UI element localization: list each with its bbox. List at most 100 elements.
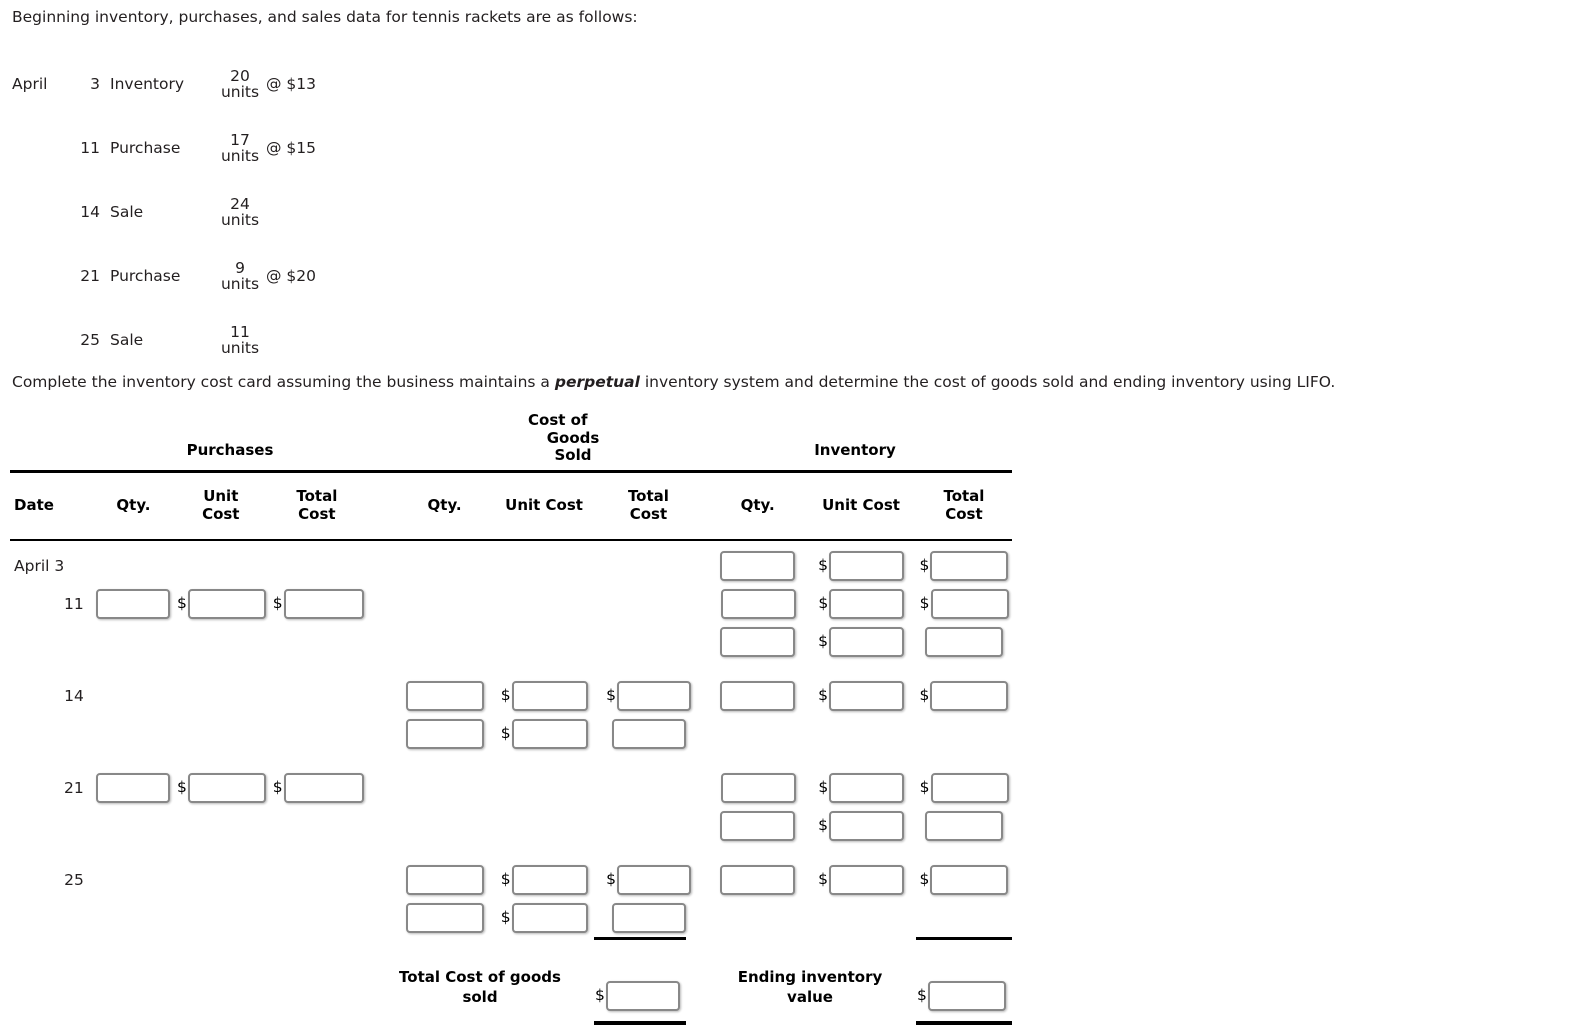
transaction-day: 3 (90, 75, 100, 93)
cell-purchases-total-cost: $ (266, 769, 371, 807)
totals-section: Total Cost of goods sold $ Ending invent… (10, 937, 1012, 1029)
input-inventory-unit-cost-r2[interactable] (829, 589, 905, 619)
cell-empty (90, 899, 177, 937)
cell-empty (265, 715, 370, 753)
transaction-quantity-unit: units (220, 83, 260, 101)
transaction-quantity-unit: units (220, 339, 260, 357)
currency-symbol: $ (818, 632, 829, 651)
table-row: 25 $ $ $ $ (10, 861, 1012, 899)
input-inventory-unit-cost-r8[interactable] (829, 865, 905, 895)
cell-empty (491, 807, 598, 845)
cell-purchases-qty (90, 769, 177, 807)
input-purchases-qty-r2[interactable] (96, 589, 171, 619)
input-inventory-total-cost-r7[interactable] (924, 811, 1003, 841)
input-inventory-total-cost-r1[interactable] (930, 551, 1009, 581)
column-header-purchases-total-cost-line1: Total (296, 487, 338, 506)
column-header-inventory-qty: Qty. (740, 496, 775, 515)
column-header-cogs-total-cost: Total Cost (597, 487, 699, 523)
cell-inventory-unit-cost: $ (807, 585, 917, 623)
input-inventory-qty-r8[interactable] (720, 865, 796, 895)
input-cogs-total-cost-r5[interactable] (611, 719, 686, 749)
cell-inventory-total-cost: $ (916, 585, 1012, 623)
column-header-purchases-unit-cost-line1: Unit (203, 487, 239, 506)
ending-inventory-value: $ (917, 981, 1006, 1011)
cell-empty (400, 769, 492, 807)
row-date-blank (10, 807, 90, 845)
cell-purchases-qty (90, 585, 177, 623)
row-spacer (10, 661, 1012, 677)
input-inventory-unit-cost-r4[interactable] (829, 681, 905, 711)
transaction-quantity-unit: units (220, 147, 260, 165)
input-purchases-qty-r6[interactable] (96, 773, 171, 803)
input-cogs-unit-cost-r9[interactable] (511, 903, 588, 933)
input-inventory-unit-cost-r1[interactable] (829, 551, 905, 581)
cell-inventory-total-cost: $ (916, 547, 1012, 585)
cell-spacer (699, 715, 709, 753)
input-inventory-qty-r3[interactable] (720, 627, 796, 657)
input-purchases-total-cost-r2[interactable] (283, 589, 364, 619)
cogs-total-rule-bottom (594, 1021, 686, 1025)
input-total-cost-of-goods-sold[interactable] (605, 981, 680, 1011)
cell-empty (265, 899, 370, 937)
input-cogs-qty-r4[interactable] (405, 681, 484, 711)
transaction-row: 11 Purchase 17 units @ $15 (12, 116, 316, 180)
input-inventory-unit-cost-r3[interactable] (829, 627, 905, 657)
inventory-total-rule-bottom (916, 1021, 1012, 1025)
input-inventory-total-cost-r6[interactable] (930, 773, 1009, 803)
input-purchases-unit-cost-r2[interactable] (187, 589, 266, 619)
cell-spacer (369, 807, 398, 845)
input-inventory-total-cost-r4[interactable] (930, 681, 1009, 711)
cell-cogs-unit-cost: $ (491, 899, 598, 937)
currency-symbol: $ (500, 686, 511, 705)
cell-empty (90, 547, 177, 585)
input-inventory-qty-r2[interactable] (720, 589, 796, 619)
input-purchases-unit-cost-r6[interactable] (187, 773, 266, 803)
input-cogs-qty-r9[interactable] (405, 903, 484, 933)
row-date-11: 11 (64, 595, 84, 613)
cell-empty (177, 899, 264, 937)
input-ending-inventory-value[interactable] (927, 981, 1006, 1011)
input-cogs-unit-cost-r8[interactable] (511, 865, 588, 895)
total-cogs-label: Total Cost of goods sold (380, 967, 580, 1008)
cell-inventory-qty (709, 623, 806, 661)
input-cogs-qty-r5[interactable] (405, 719, 484, 749)
group-header-purchases: Purchases (186, 441, 274, 459)
inventory-cost-card: Purchases Cost of Goods Sold Inventory D… (10, 410, 1012, 1029)
cell-cogs-qty (399, 715, 491, 753)
input-inventory-qty-r1[interactable] (720, 551, 796, 581)
input-inventory-total-cost-r2[interactable] (930, 589, 1009, 619)
input-cogs-unit-cost-r5[interactable] (511, 719, 588, 749)
input-inventory-total-cost-r8[interactable] (930, 865, 1009, 895)
cell-cogs-qty (399, 677, 491, 715)
total-cogs-label-line2: sold (462, 988, 498, 1007)
input-purchases-total-cost-r6[interactable] (283, 773, 364, 803)
cell-cogs-unit-cost: $ (491, 861, 598, 899)
cell-inventory-qty (709, 547, 806, 585)
input-inventory-qty-r4[interactable] (720, 681, 796, 711)
cell-inventory-unit-cost: $ (806, 807, 916, 845)
input-cogs-total-cost-r9[interactable] (611, 903, 686, 933)
column-header-cogs-unit-cost: Unit Cost (505, 496, 583, 515)
cell-spacer (700, 585, 710, 623)
input-inventory-unit-cost-r6[interactable] (829, 773, 905, 803)
input-cogs-total-cost-r8[interactable] (616, 865, 691, 895)
input-inventory-qty-r7[interactable] (720, 811, 796, 841)
input-inventory-total-cost-r3[interactable] (924, 627, 1003, 657)
cell-empty (492, 585, 599, 623)
cell-spacer (371, 769, 400, 807)
input-inventory-qty-r6[interactable] (720, 773, 796, 803)
row-date-14: 14 (64, 687, 84, 705)
cell-spacer (699, 861, 709, 899)
cell-empty (492, 769, 599, 807)
column-header-date: Date (14, 496, 54, 515)
column-header-inventory-unit-cost: Unit Cost (822, 496, 900, 515)
cell-spacer (699, 677, 709, 715)
currency-symbol: $ (919, 870, 930, 889)
transaction-month: April (12, 75, 48, 93)
input-cogs-total-cost-r4[interactable] (616, 681, 691, 711)
currency-symbol: $ (500, 908, 511, 927)
input-cogs-unit-cost-r4[interactable] (511, 681, 588, 711)
input-cogs-qty-r8[interactable] (405, 865, 484, 895)
table-row: 21 $ $ $ $ (10, 769, 1012, 807)
input-inventory-unit-cost-r7[interactable] (829, 811, 905, 841)
